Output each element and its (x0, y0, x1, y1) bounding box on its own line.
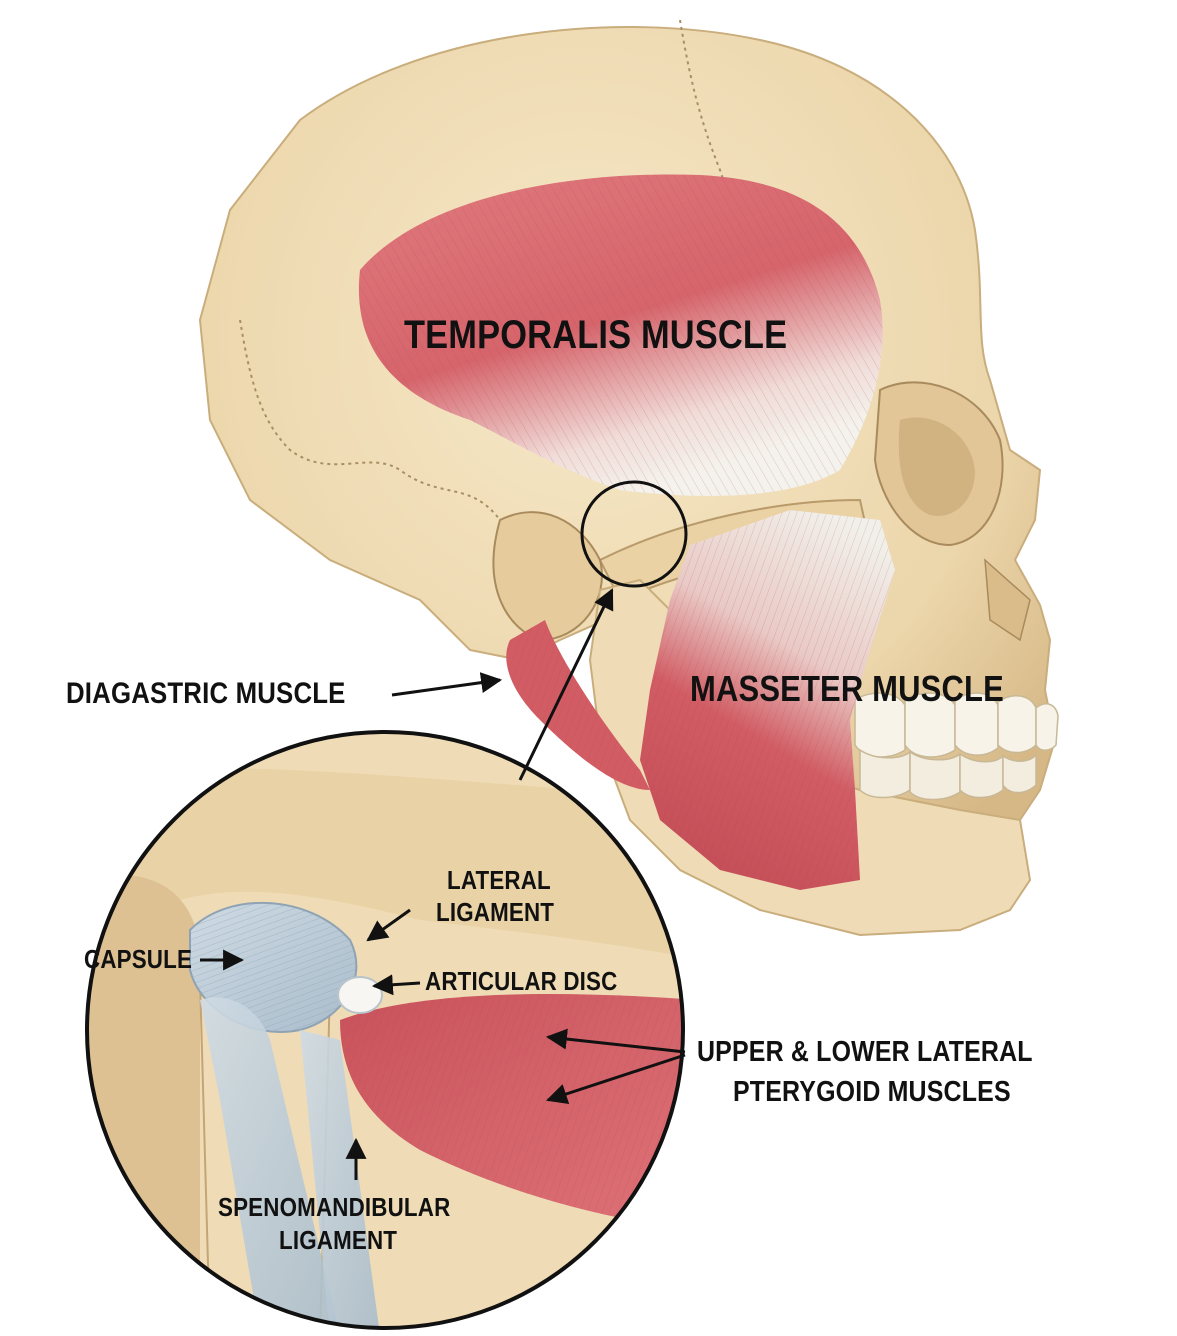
label-diagastric: DIAGASTRIC MUSCLE (66, 677, 346, 710)
label-pterygoid-1: UPPER & LOWER LATERAL (697, 1036, 1033, 1068)
tmj-highlight-circle-icon (580, 480, 688, 588)
label-lateral-ligament-1: LATERAL (447, 865, 551, 895)
label-capsule: CAPSULE (84, 944, 193, 974)
pterygoid-upper-arrow-icon (545, 1028, 686, 1054)
diagastric-arrow-icon (391, 672, 503, 697)
masseter-muscle (640, 510, 895, 890)
label-pterygoid-2: PTERYGOID MUSCLES (733, 1076, 1011, 1108)
lateral-ligament-arrow-icon (366, 908, 411, 942)
tmj-pointer-arrow-icon (518, 588, 614, 781)
label-articular-disc: ARTICULAR DISC (425, 966, 618, 996)
articular-disc-arrow-icon (371, 974, 421, 996)
pterygoid-lower-arrow-icon (546, 1053, 686, 1105)
diagastric-muscle (506, 620, 650, 790)
label-spheno-1: SPENOMANDIBULAR (218, 1192, 451, 1222)
label-masseter: MASSETER MUSCLE (690, 668, 1004, 709)
label-temporalis: TEMPORALIS MUSCLE (404, 313, 788, 357)
label-lateral-ligament-2: LIGAMENT (436, 897, 555, 927)
temporalis-muscle (358, 174, 883, 496)
label-spheno-2: LIGAMENT (279, 1225, 398, 1255)
teeth (854, 692, 1059, 801)
